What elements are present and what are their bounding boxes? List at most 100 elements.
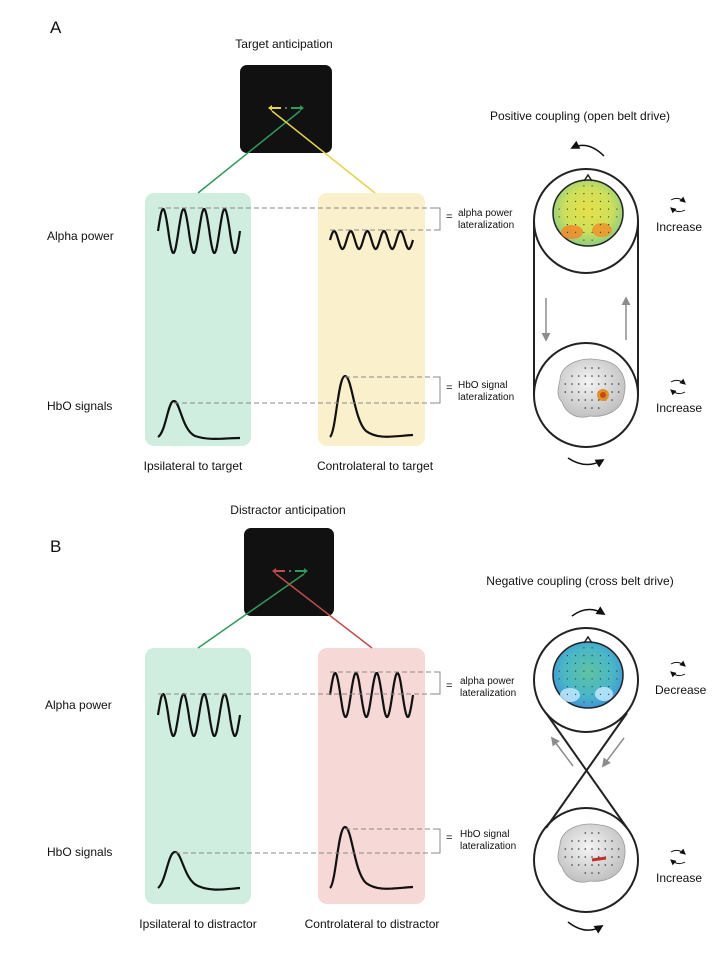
alpha-lateralization-note-b: alpha power lateralization (460, 676, 516, 700)
electrode-dot (584, 383, 587, 385)
electrode-dot (611, 864, 613, 866)
electrode-dot (597, 872, 600, 874)
electrode-dot (558, 208, 560, 210)
electrode-dot (591, 399, 593, 401)
electrode-dot (616, 678, 618, 680)
electrode-dot (597, 832, 600, 834)
reference-lines-b (158, 671, 440, 854)
hbo-note-line1-b: HbO signal (460, 829, 510, 840)
electrode-dot (608, 200, 610, 202)
electrode-dot (591, 856, 593, 858)
electrode-dot (575, 693, 577, 696)
electrode-dot (604, 848, 607, 850)
hbo-lateralization-note-a: HbO signal lateralization (458, 380, 514, 404)
electrode-dot (599, 231, 602, 233)
electrode-dot (558, 678, 560, 680)
electrode-dot (584, 848, 587, 850)
electrode-dot (608, 686, 610, 688)
electrode-dot (584, 832, 587, 834)
electrode-dot (564, 848, 567, 850)
eq-sign-hbo-b: = (446, 832, 453, 844)
brackets-b (434, 671, 441, 854)
electrode-dot (584, 864, 587, 866)
electrode-dot (608, 208, 610, 210)
panel-b-title: Distractor anticipation (230, 503, 346, 517)
electrode-dot (591, 832, 593, 834)
ipsilateral-distractor-label: Ipsilateral to distractor (139, 917, 257, 931)
electrode-dot (608, 655, 610, 657)
hbo-note-line2-b: lateralization (460, 841, 517, 852)
rotation-icon-top-b (670, 660, 686, 678)
electrode-dot (617, 856, 620, 858)
hbo-change-label-a: Increase (656, 401, 703, 415)
eq-sign-alpha-a: = (446, 211, 453, 223)
electrode-dot (583, 224, 585, 226)
electrode-dot (566, 224, 569, 226)
electrode-dot (604, 840, 607, 842)
electrode-dot (584, 391, 587, 393)
alpha-change-label-b: Decrease (655, 683, 707, 697)
alpha-power-label-a: Alpha power (47, 229, 114, 243)
electrode-dot (597, 383, 600, 385)
electrode-dot (583, 670, 585, 672)
electrode-dot (584, 872, 587, 874)
electrode-dot (591, 239, 593, 241)
electrode-dot (591, 701, 593, 703)
electrode-dot (604, 375, 607, 377)
electrode-dot (575, 224, 577, 226)
electrode-dot (583, 678, 585, 680)
electrode-dot (591, 193, 593, 195)
electrode-dot (591, 231, 593, 233)
alpha-note-line1-b: alpha power (460, 676, 515, 687)
hbo-note-line2-a: lateralization (458, 392, 515, 403)
electrode-dot (608, 231, 610, 233)
electrode-dot (583, 193, 585, 195)
alpha-lateralization-note-a: alpha power lateralization (458, 208, 514, 232)
eq-sign-hbo-a: = (446, 382, 453, 394)
electrode-dot (564, 391, 567, 393)
electrode-dot (575, 208, 577, 210)
electrode-dot (608, 670, 610, 672)
electrode-dot (583, 701, 585, 703)
electrode-dot (564, 383, 567, 385)
hbo-note-line1-a: HbO signal (458, 380, 508, 391)
alpha-power-label-b: Alpha power (45, 698, 112, 712)
electrode-dot (608, 693, 610, 696)
electrode-dot (608, 224, 610, 226)
electrode-dot (599, 224, 602, 226)
electrode-dot (608, 662, 610, 665)
green-link-line-a (197, 110, 301, 194)
electrode-dot (591, 224, 593, 226)
electrode-dot (583, 208, 585, 210)
electrode-dot (571, 856, 573, 858)
electrode-dot (571, 399, 573, 401)
electrode-dot (591, 872, 593, 874)
hbo-curve-contralateral-a (329, 374, 414, 438)
electrode-dot (611, 391, 613, 393)
electrode-dot (583, 686, 585, 688)
alpha-note-line1-a: alpha power (458, 208, 513, 219)
electrode-dot (608, 193, 610, 195)
electrode-dot (583, 216, 585, 218)
electrode-dot (577, 391, 580, 393)
electrode-dot (577, 399, 580, 401)
electrode-dot (591, 647, 593, 649)
electrode-dot (591, 848, 593, 850)
electrode-dot (591, 864, 593, 866)
electrode-dot (583, 231, 585, 233)
electrode-dot (558, 670, 560, 672)
electrode-dot (599, 693, 602, 696)
red-link-line-b (275, 573, 373, 649)
electrode-dot (575, 662, 577, 665)
yellow-link-line-a (271, 110, 376, 194)
electrode-dot (616, 216, 618, 218)
brain-hbo-map-a (557, 358, 626, 418)
electrode-dot (611, 399, 613, 401)
electrode-dot (591, 208, 593, 210)
electrode-dot (611, 375, 613, 377)
electrode-dot (558, 216, 560, 218)
electrode-dot (599, 216, 602, 218)
brain-hbo-map-b (557, 823, 626, 883)
alpha-topomap-b (552, 635, 624, 709)
electrode-dot (597, 375, 600, 377)
